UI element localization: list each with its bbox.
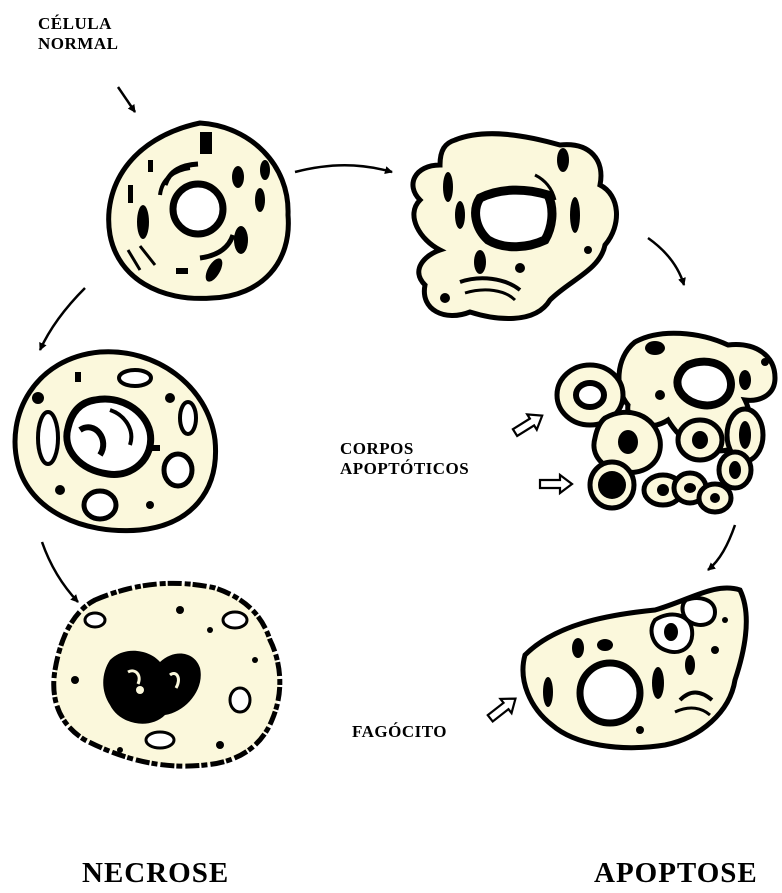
apoptosis-shrinking-cell — [413, 134, 617, 319]
arrow-label-to-normal-cell — [118, 87, 135, 112]
label-phagocyte: FAGÓCITO — [352, 722, 447, 742]
pointer-arrow-phagocyte — [485, 692, 521, 726]
phagocyte-cell — [523, 588, 746, 748]
label-apoptotic-bodies-line2: APOPTÓTICOS — [340, 459, 469, 479]
necrosis-ruptured-cell — [54, 583, 280, 766]
arrow-necrosis-swelling-to-rupture — [42, 542, 78, 602]
arrow-normal-to-necrosis — [40, 288, 85, 350]
arrow-normal-to-apoptosis — [295, 165, 392, 172]
apoptotic-bodies-cluster — [557, 333, 775, 512]
normal-cell — [109, 123, 289, 298]
pointer-arrow-apoptotic-body-upper — [510, 408, 547, 440]
pointer-arrow-apoptotic-body-lower — [540, 475, 572, 493]
label-apoptosis: APOPTOSE — [594, 856, 758, 891]
normal-cell-nucleus — [173, 184, 223, 234]
label-normal-cell-line2: NORMAL — [38, 34, 118, 54]
phagocyte-nucleus — [580, 663, 640, 723]
arrow-fragment-to-phagocytosis — [708, 525, 735, 570]
label-necrosis: NECROSE — [82, 856, 229, 891]
arrow-apoptosis-shrink-to-fragment — [648, 238, 684, 285]
label-normal-cell: CÉLULA NORMAL — [38, 14, 118, 55]
label-normal-cell-line1: CÉLULA — [38, 14, 118, 34]
necrosis-swollen-cell — [15, 352, 216, 531]
label-apoptotic-bodies: CORPOS APOPTÓTICOS — [340, 439, 469, 480]
label-apoptotic-bodies-line1: CORPOS — [340, 439, 469, 459]
